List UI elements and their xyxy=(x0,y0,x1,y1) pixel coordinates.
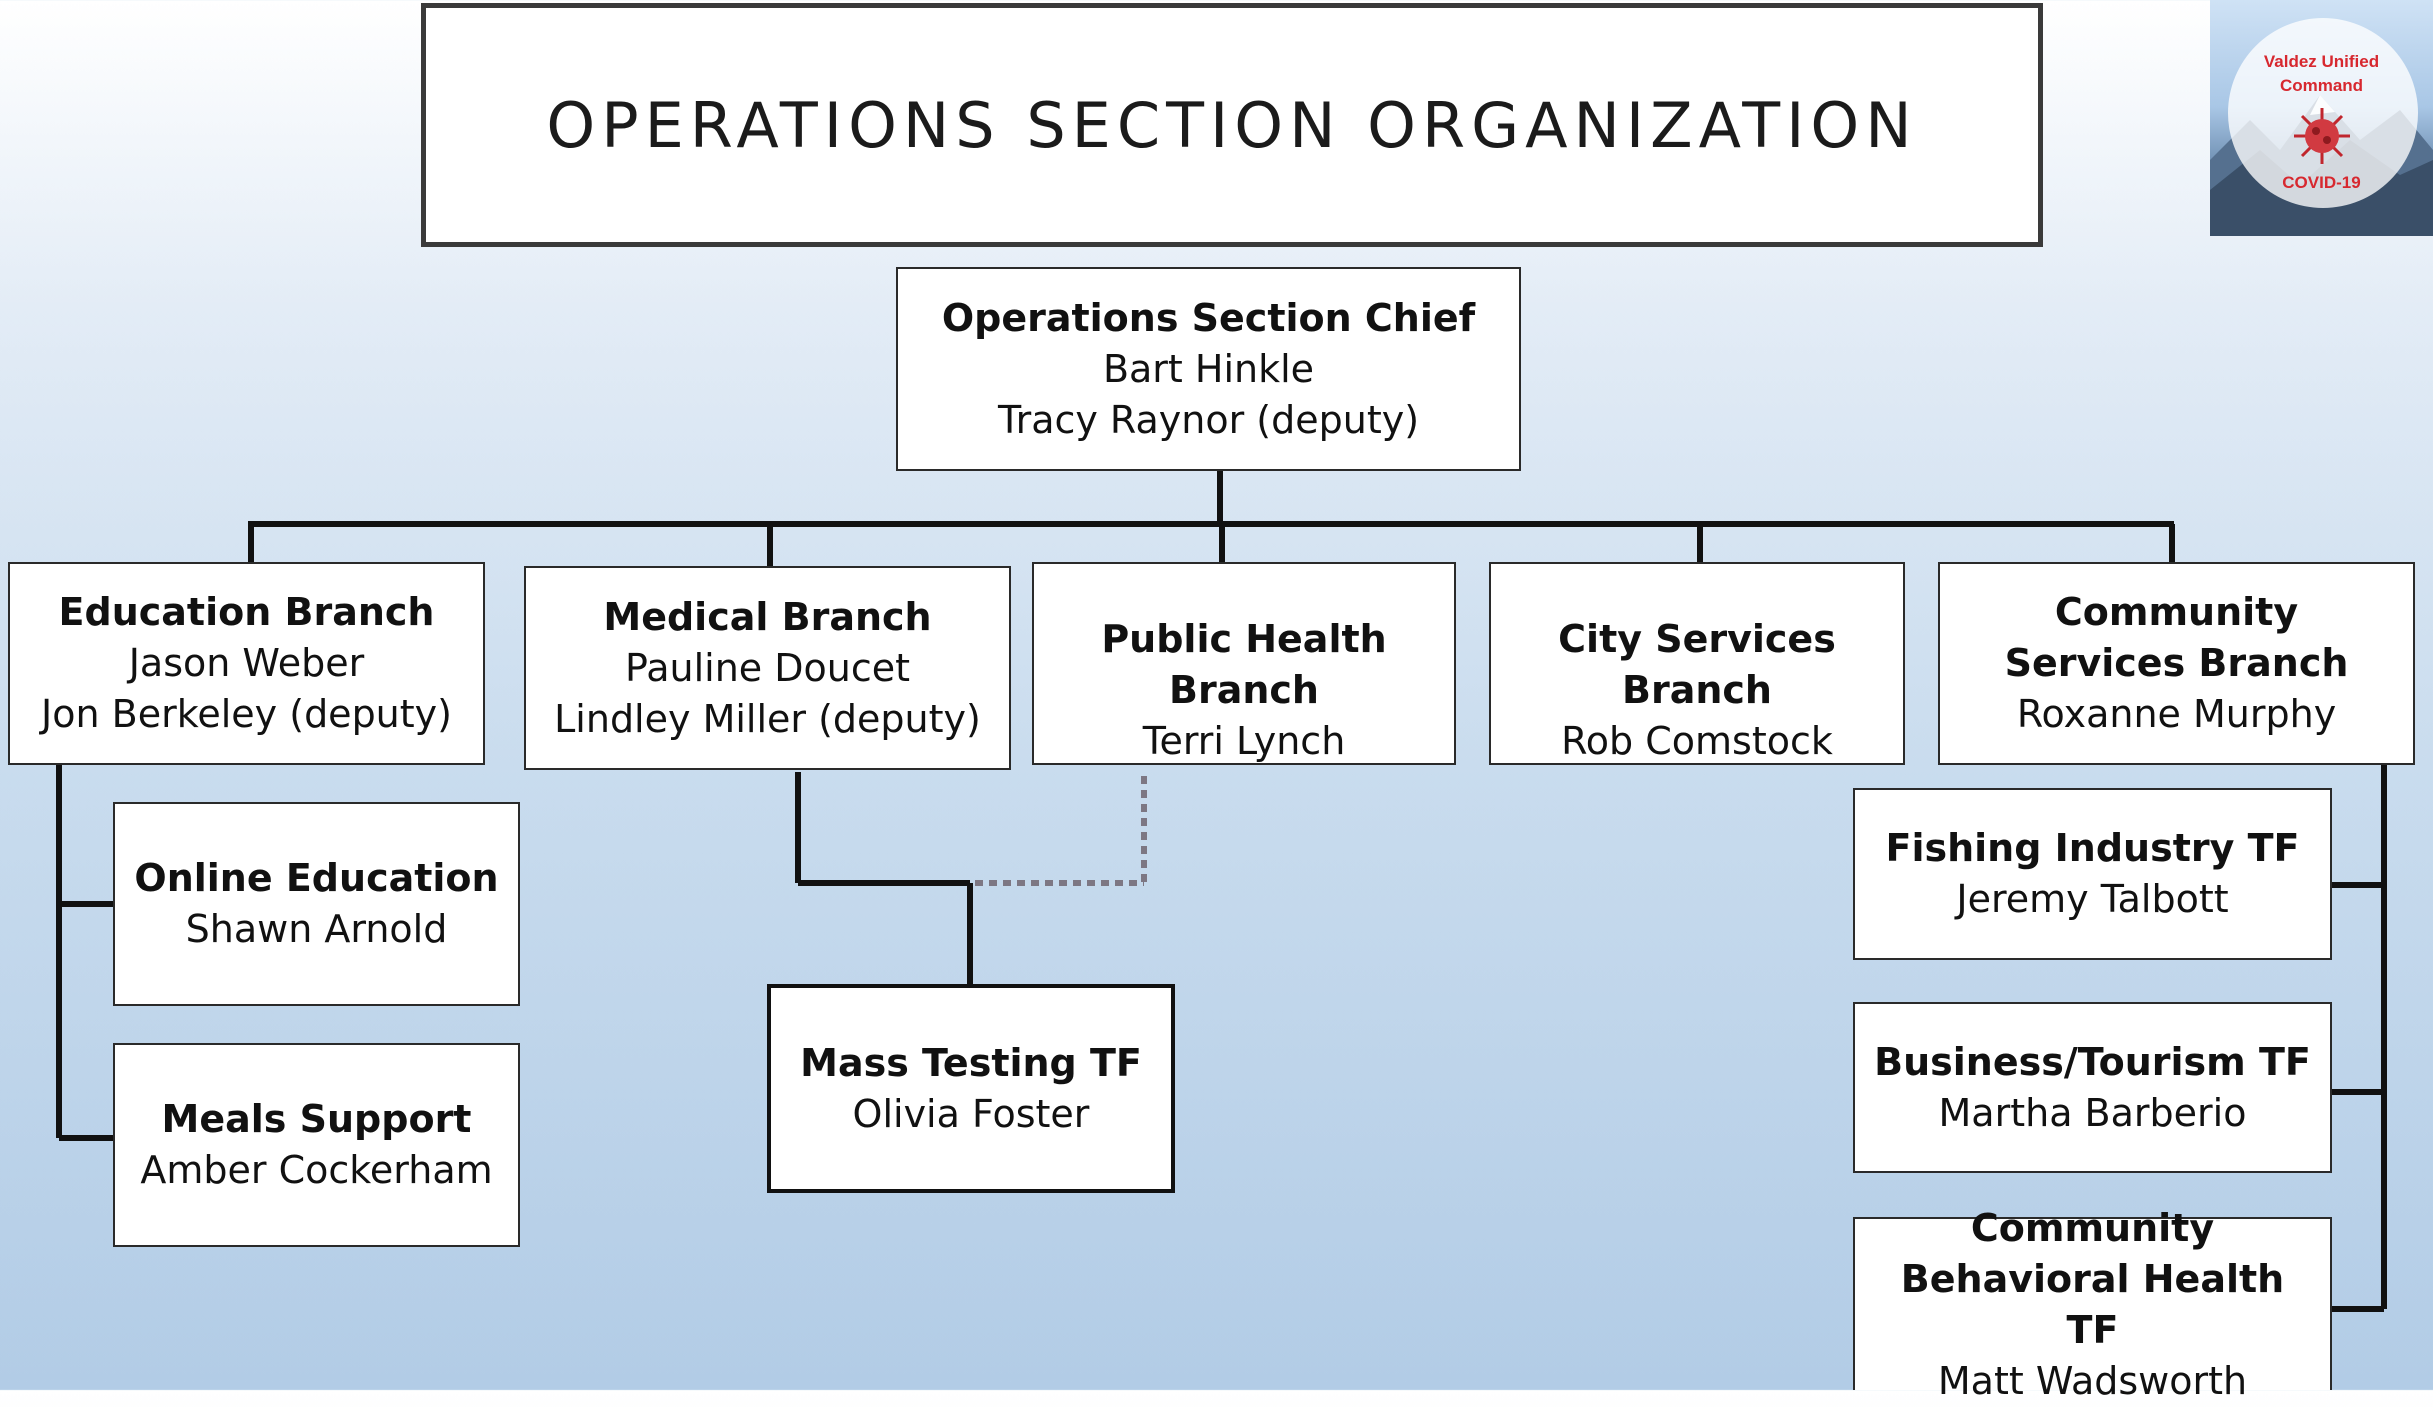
branch-title: Public Health Branch xyxy=(1101,617,1387,712)
branch-lead-name: Terri Lynch xyxy=(1142,719,1346,763)
chief-deputy-name: Tracy Raynor (deputy) xyxy=(997,397,1420,442)
public-health-branch-box: Public Health Branch Terri Lynch xyxy=(1032,562,1456,765)
community-behavioral-health-tf-box: Community Behavioral Health TF Matt Wads… xyxy=(1853,1206,2332,1403)
unit-title: Online Education xyxy=(134,856,499,900)
branch-title: City Services Branch xyxy=(1558,617,1836,712)
page-title: OPERATIONS SECTION ORGANIZATION xyxy=(546,88,1918,162)
unit-lead-name: Olivia Foster xyxy=(852,1091,1090,1136)
branch-deputy-name: Jon Berkeley (deputy) xyxy=(41,692,452,736)
logo-line-3: COVID-19 xyxy=(2282,173,2361,192)
unit-title: Mass Testing TF xyxy=(800,1040,1142,1085)
meals-support-box: Meals Support Amber Cockerham xyxy=(113,1043,520,1247)
unit-title: Fishing Industry TF xyxy=(1885,826,2300,870)
chief-title: Operations Section Chief xyxy=(941,295,1476,340)
branch-title: Medical Branch xyxy=(603,594,932,639)
logo-line-2: Command xyxy=(2279,76,2364,95)
unit-title: Meals Support xyxy=(161,1097,472,1141)
medical-branch-box: Medical Branch Pauline Doucet Lindley Mi… xyxy=(524,566,1011,770)
branch-lead-name: Pauline Doucet xyxy=(625,645,910,690)
branch-lead-name: Jason Weber xyxy=(128,641,365,685)
unit-title: Community Behavioral Health TF xyxy=(1900,1205,2285,1352)
unit-lead-name: Shawn Arnold xyxy=(185,907,448,951)
branch-lead-name: Roxanne Murphy xyxy=(2016,692,2337,736)
unit-title: Business/Tourism TF xyxy=(1874,1039,2311,1084)
valdez-unified-command-logo: Valdez Unified Command COVID-19 xyxy=(2210,0,2433,236)
logo-line-1: Valdez Unified xyxy=(2263,52,2380,71)
operations-section-chief-box: Operations Section Chief Bart Hinkle Tra… xyxy=(896,267,1521,471)
unit-lead-name: Matt Wadsworth xyxy=(1937,1358,2248,1403)
unit-lead-name: Martha Barberio xyxy=(1938,1090,2247,1135)
virus-icon xyxy=(2294,108,2350,164)
branch-title: Education Branch xyxy=(58,590,435,634)
branch-deputy-name: Lindley Miller (deputy) xyxy=(554,696,981,741)
page-title-box: OPERATIONS SECTION ORGANIZATION xyxy=(421,3,2043,247)
community-services-branch-box: Community Services Branch Roxanne Murphy xyxy=(1938,562,2415,765)
education-branch-box: Education Branch Jason Weber Jon Berkele… xyxy=(8,562,485,765)
fishing-industry-tf-box: Fishing Industry TF Jeremy Talbott xyxy=(1853,788,2332,960)
city-services-branch-box: City Services Branch Rob Comstock xyxy=(1489,562,1905,765)
mass-testing-tf-box: Mass Testing TF Olivia Foster xyxy=(767,984,1175,1193)
branch-lead-name: Rob Comstock xyxy=(1561,719,1833,763)
unit-lead-name: Amber Cockerham xyxy=(140,1148,493,1192)
business-tourism-tf-box: Business/Tourism TF Martha Barberio xyxy=(1853,1002,2332,1173)
online-education-box: Online Education Shawn Arnold xyxy=(113,802,520,1006)
branch-title: Community Services Branch xyxy=(2004,590,2349,685)
unit-lead-name: Jeremy Talbott xyxy=(1956,877,2229,921)
chief-name: Bart Hinkle xyxy=(1102,346,1315,391)
